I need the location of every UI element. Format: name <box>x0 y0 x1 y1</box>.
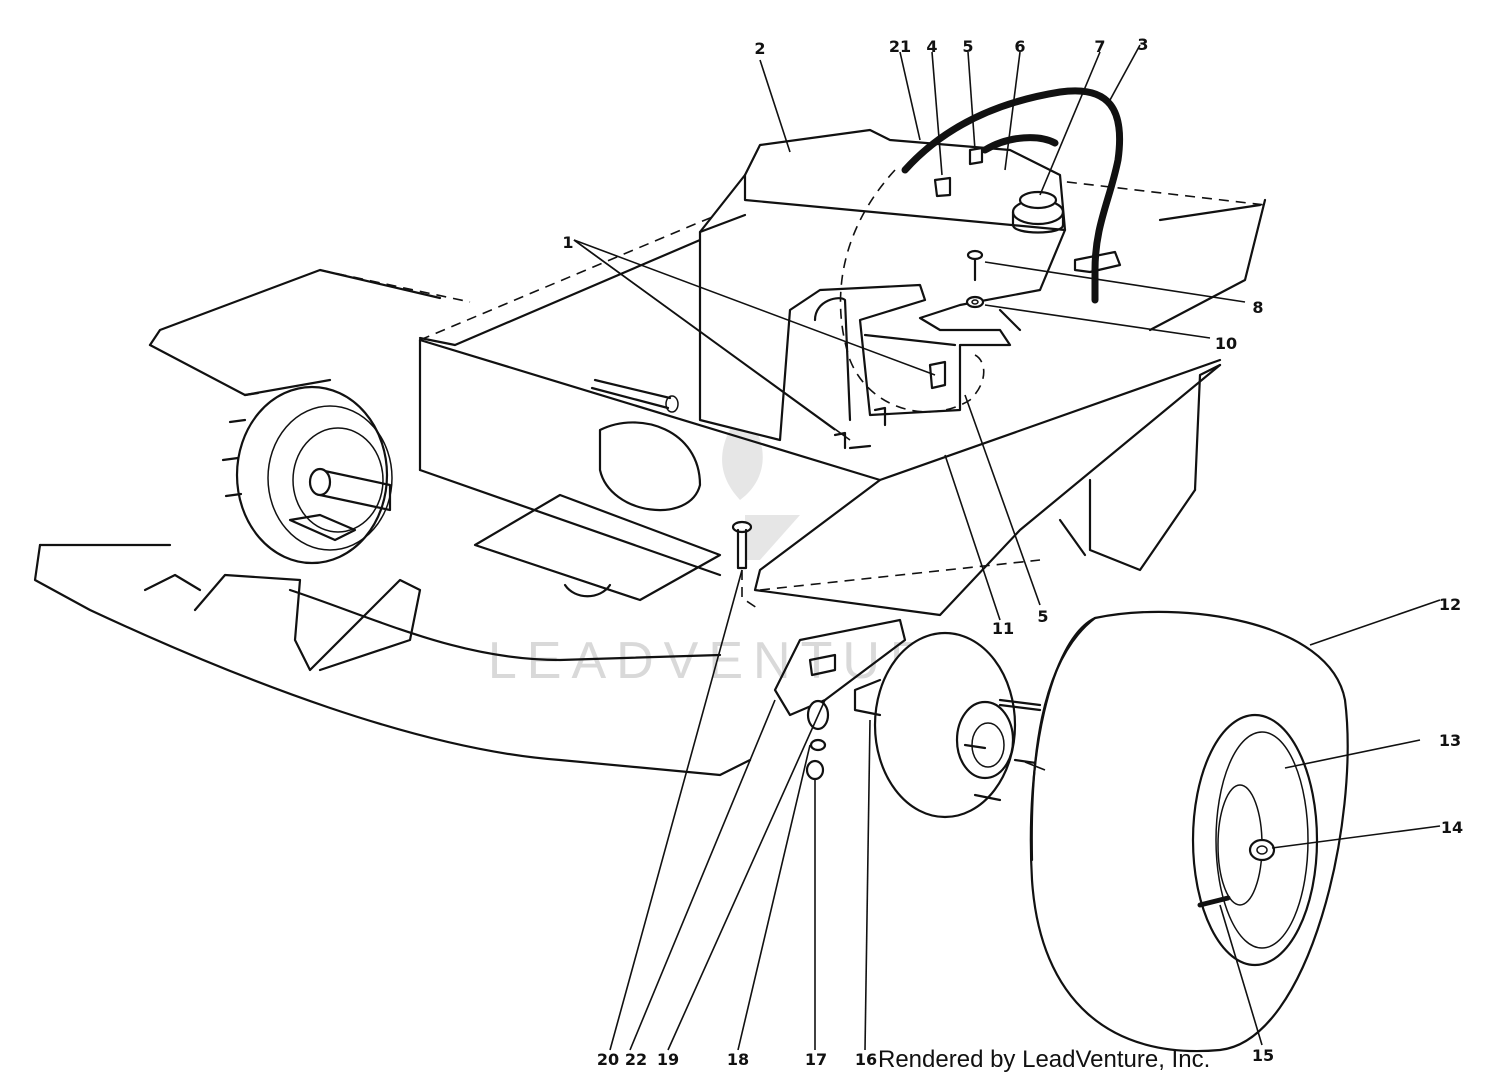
callout-labels: 1 2 3 4 5 5 6 7 8 10 11 12 13 14 15 16 1… <box>562 35 1463 1069</box>
callout-2: 2 <box>754 39 765 58</box>
callout-19: 19 <box>657 1050 679 1069</box>
rendered-by-credit: Rendered by LeadVenture, Inc. <box>878 1046 1211 1073</box>
callout-4: 4 <box>926 37 937 56</box>
callout-22: 22 <box>625 1050 647 1069</box>
callout-5-bottom: 5 <box>1037 607 1048 626</box>
callout-21: 21 <box>889 37 911 56</box>
left-brake-drum <box>221 385 393 565</box>
callout-14: 14 <box>1441 818 1463 837</box>
callout-15: 15 <box>1252 1046 1274 1065</box>
callout-13: 13 <box>1439 731 1461 750</box>
chassis-frame <box>33 149 1267 777</box>
callout-16: 16 <box>855 1050 877 1069</box>
callout-12: 12 <box>1439 595 1461 614</box>
callout-6: 6 <box>1014 37 1025 56</box>
callout-1: 1 <box>562 233 573 252</box>
callout-11: 11 <box>992 619 1014 638</box>
fuel-tank <box>698 87 1124 450</box>
leader-lines <box>573 44 1441 1051</box>
callout-10: 10 <box>1215 334 1237 353</box>
callout-5-top: 5 <box>962 37 973 56</box>
callout-3: 3 <box>1137 35 1148 54</box>
tire-and-wheel <box>1029 610 1349 1053</box>
callout-7: 7 <box>1094 37 1105 56</box>
callout-8: 8 <box>1252 298 1263 317</box>
callout-20: 20 <box>597 1050 619 1069</box>
callout-18: 18 <box>727 1050 749 1069</box>
filler-cap <box>1011 190 1065 234</box>
callout-17: 17 <box>805 1050 827 1069</box>
right-brake-drum <box>731 520 1052 819</box>
